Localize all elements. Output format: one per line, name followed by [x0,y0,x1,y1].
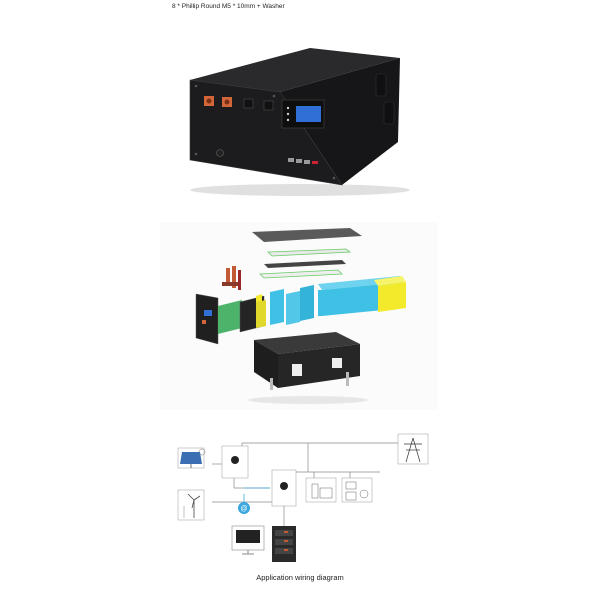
side-handle-icon [383,101,395,125]
home-appliances-icon [305,477,337,503]
bus-bar-strip [259,248,352,279]
battery-enclosure [254,332,360,390]
top-caption: 8 * Phillip Round M5 * 10mm + Washer [172,3,285,10]
power-button-icon [216,149,224,157]
cloud-icon: @ [238,502,250,514]
side-handle-icon [375,73,387,97]
power-tower-icon [397,433,429,465]
top-cover-plate [252,228,362,242]
controller-unit-icon [221,445,249,479]
home-appliances-icon [341,477,373,503]
svg-text:@: @ [240,506,247,513]
top-caption-cut: · · · · · · · · · · · · · · · · · · · · … [172,0,285,2]
cabinet-side-face [280,58,400,185]
computer-monitor-icon [231,525,265,555]
rj45-port-icon [304,160,310,164]
lcd-screen [296,106,321,122]
exploded-view-image [160,222,438,410]
dip-switch-icon [312,161,318,164]
cabinet-top-face [190,48,400,92]
rj45-port-icon [296,159,302,163]
rj45-port-icon [288,158,294,162]
inverter-icon [271,469,297,507]
battery-cells-yellow [256,276,406,328]
front-panel-board [195,293,219,345]
wind-turbine-icon [177,489,205,521]
solar-panel-icon [177,447,206,469]
battery-cabinet-image [160,30,440,200]
battery-rack-icon [272,526,296,562]
diagram-caption: Application wiring diagram [256,573,344,582]
breaker-icon [263,100,274,111]
terminal-cable-assembly [222,266,241,290]
application-wiring-diagram: @ [172,430,434,566]
bms-pcb [218,300,242,334]
breaker-icon [243,98,254,109]
